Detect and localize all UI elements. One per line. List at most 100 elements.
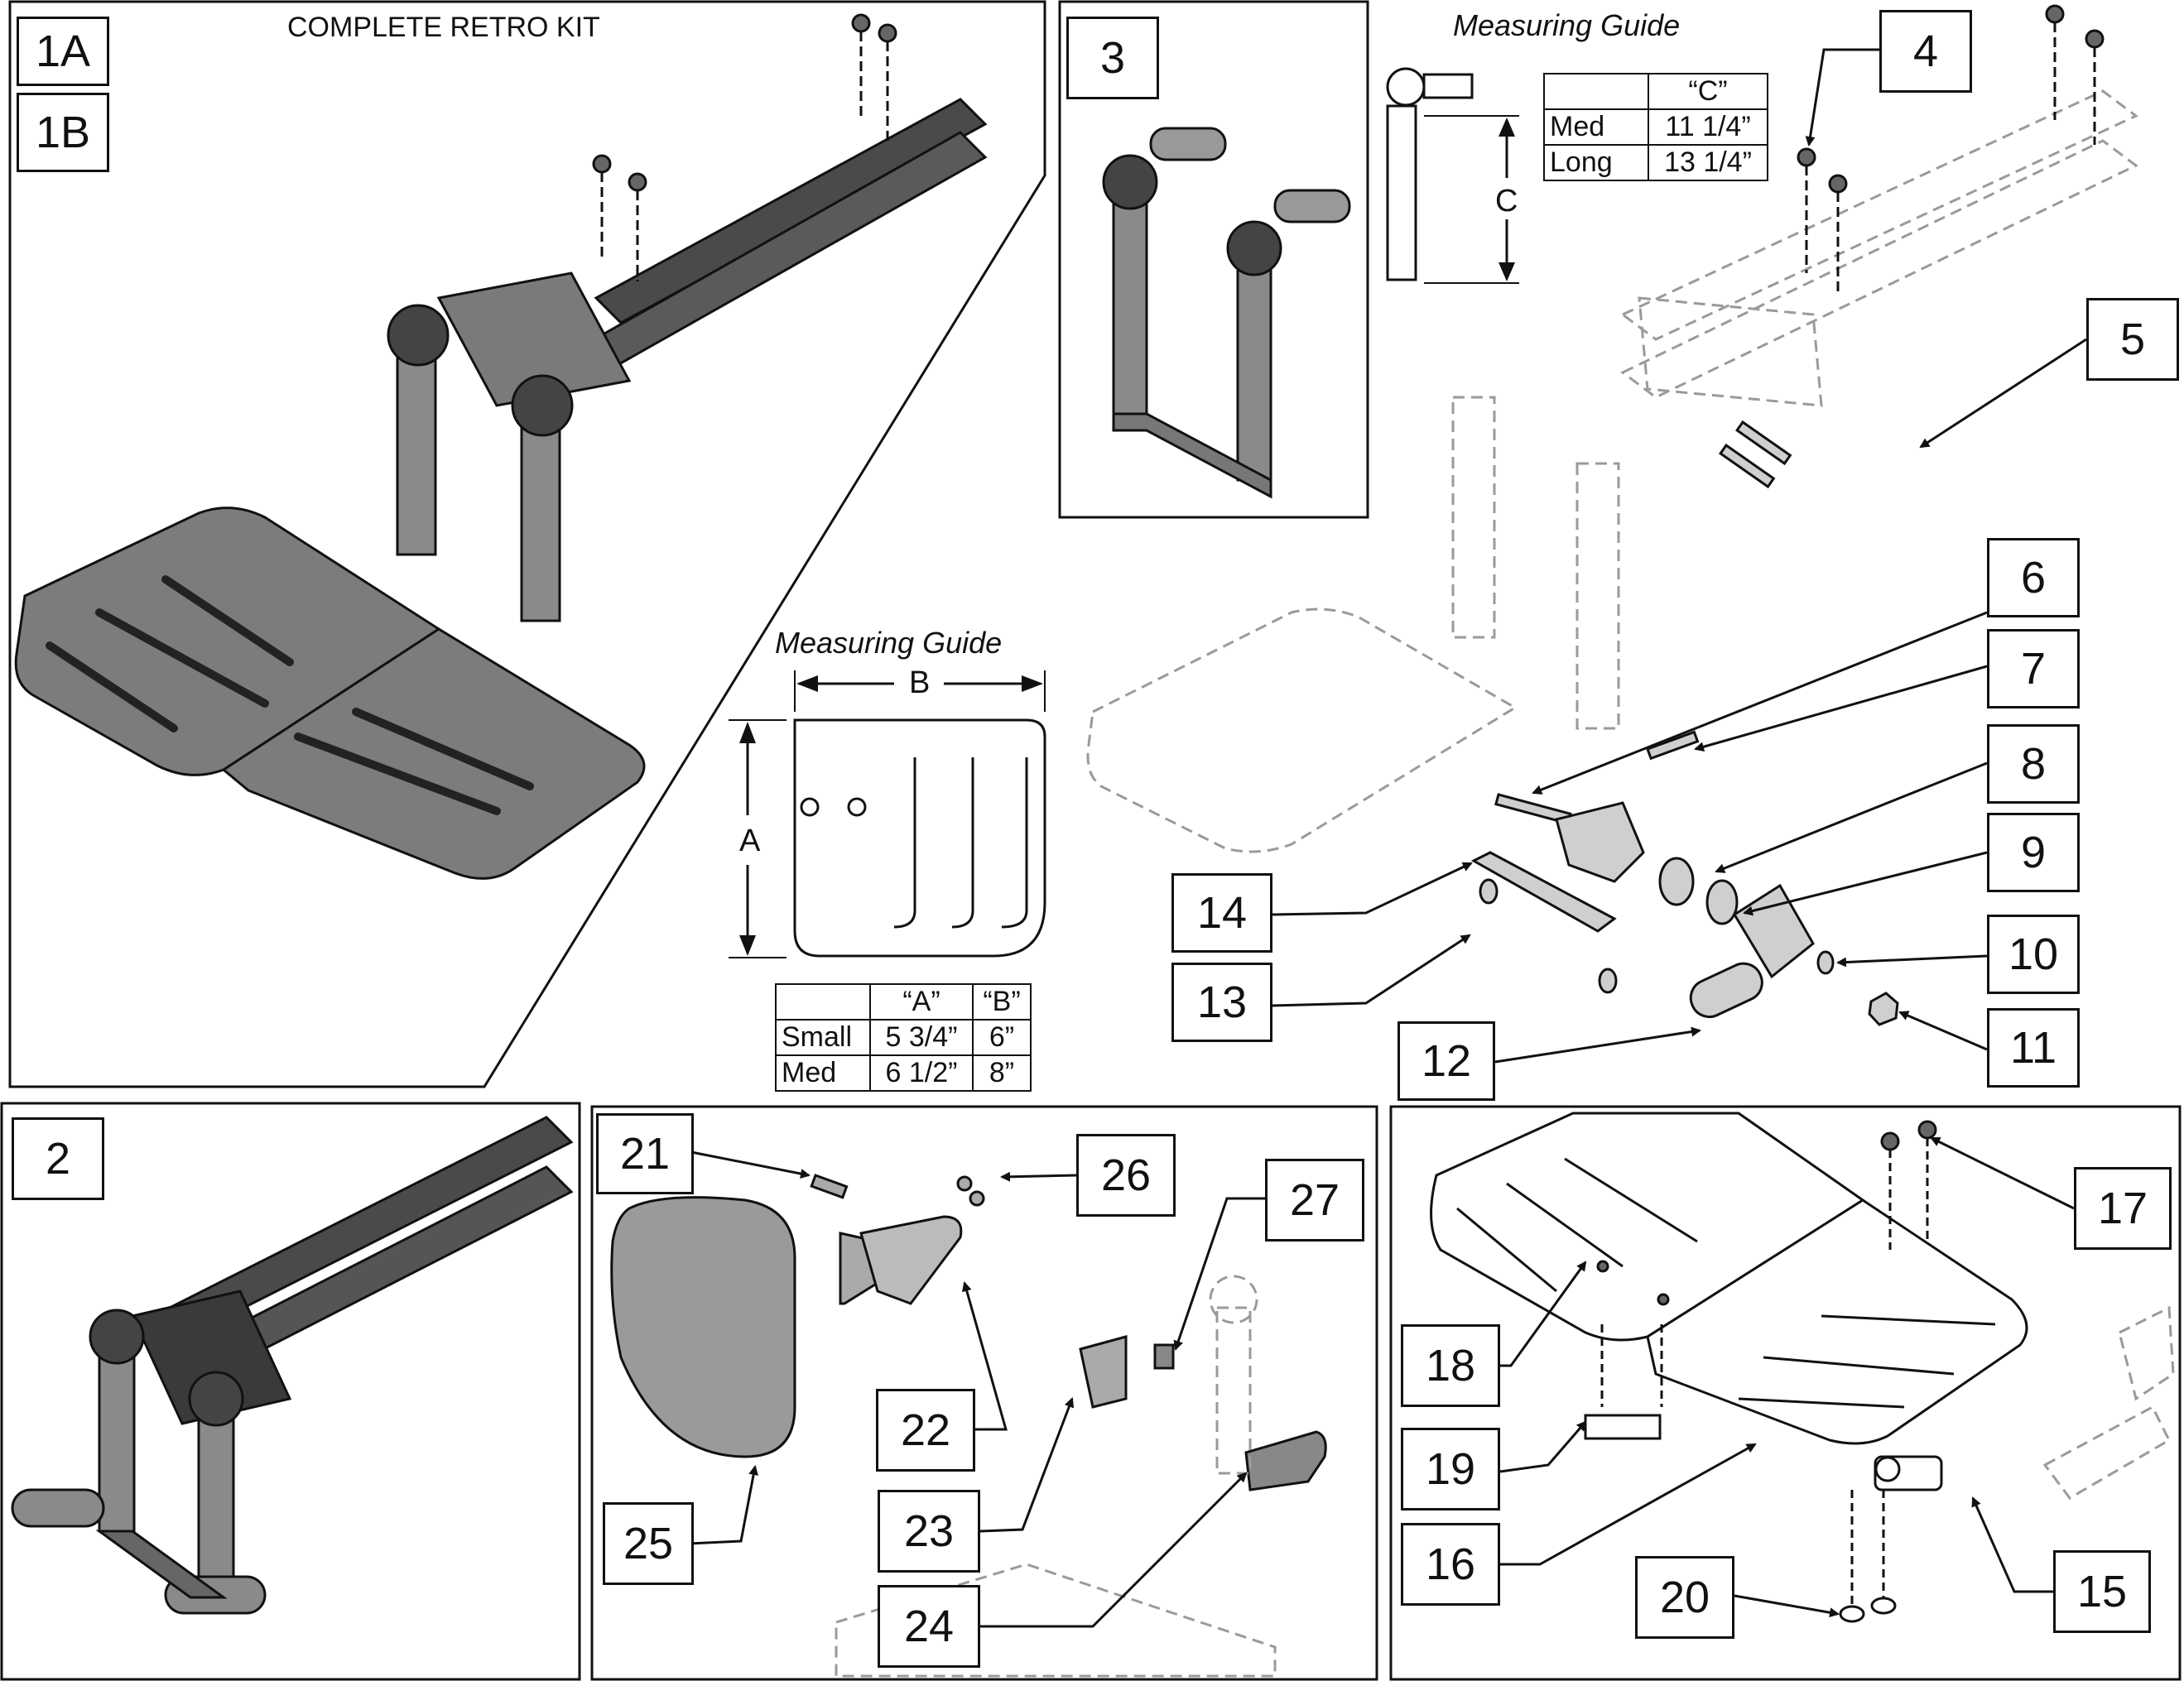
leader-19 [1499, 1420, 1587, 1473]
kit-title: COMPLETE RETRO KIT [287, 12, 600, 43]
hanger-knob-right [511, 374, 574, 437]
panel-armrest-frame [590, 1105, 1378, 1681]
table-cell: 6 1/2” [869, 1054, 974, 1092]
leader-24 [980, 1472, 1248, 1628]
panel-footplate-frame [1389, 1105, 2182, 1681]
leader-7 [1694, 665, 1988, 752]
callout-18: 18 [1401, 1324, 1500, 1407]
table-cell: Med [1543, 108, 1649, 146]
leader-18 [1500, 1261, 1587, 1367]
callout-6: 6 [1987, 538, 2080, 617]
hanger-knob-left [387, 304, 450, 367]
table-cell: Small [775, 1019, 871, 1056]
callout-10: 10 [1987, 915, 2080, 994]
callout-24: 24 [878, 1585, 980, 1668]
callout-9: 9 [1987, 813, 2080, 892]
leader-21 [690, 1150, 811, 1179]
leader-12 [1494, 1026, 1701, 1064]
footplate-left [14, 507, 441, 776]
callout-5: 5 [2086, 298, 2179, 381]
leader-17 [1930, 1136, 2075, 1210]
leader-6 [1532, 611, 1988, 795]
table-cell [1543, 73, 1649, 110]
leader-23 [979, 1397, 1075, 1533]
leader-14 [1272, 862, 1473, 916]
callout-1b: 1B [17, 93, 109, 172]
table-cell [775, 983, 871, 1021]
leader-8 [1715, 761, 1988, 873]
leader-16 [1500, 1443, 1757, 1566]
hanger-left [396, 329, 437, 556]
kit-screws [592, 13, 897, 281]
table-cell: Med [775, 1054, 871, 1092]
callout-15: 15 [2053, 1550, 2151, 1633]
callout-23: 23 [878, 1490, 980, 1573]
guide-ab-dim-b: B [909, 665, 931, 700]
table-cell: 8” [972, 1054, 1032, 1092]
callout-20: 20 [1635, 1556, 1734, 1639]
callout-22: 22 [876, 1389, 975, 1472]
callout-14: 14 [1171, 873, 1272, 953]
callout-11: 11 [1987, 1008, 2080, 1088]
callout-4: 4 [1879, 10, 1972, 93]
table-cell: 5 3/4” [869, 1019, 974, 1056]
leader-20 [1734, 1594, 1840, 1618]
panel-3-frame [1058, 0, 1369, 519]
table-cell: “B” [972, 983, 1032, 1021]
callout-7: 7 [1987, 629, 2080, 708]
callout-26: 26 [1076, 1134, 1176, 1217]
footplate-right [221, 627, 646, 880]
table-row: Med 11 1/4” [1543, 108, 1768, 146]
table-cell: “A” [869, 983, 974, 1021]
panel-1-frame [8, 0, 1046, 1088]
leader-11 [1898, 1011, 1988, 1051]
leader-26 [1000, 1171, 1077, 1182]
callout-21: 21 [596, 1113, 694, 1194]
callout-17: 17 [2074, 1167, 2172, 1250]
guide-c-title: Measuring Guide [1453, 8, 1681, 42]
table-row: “C” [1543, 73, 1768, 110]
mount-tube-rear [594, 98, 988, 324]
calf-pad [610, 1196, 796, 1458]
table-row: “A” “B” [775, 983, 1032, 1021]
callout-2: 2 [12, 1117, 104, 1200]
callout-12: 12 [1397, 1021, 1495, 1101]
callout-19: 19 [1401, 1428, 1500, 1510]
callout-25: 25 [603, 1502, 694, 1585]
callout-13: 13 [1171, 963, 1272, 1042]
guide-ab-table: “A” “B” Small 5 3/4” 6” Med 6 1/2” 8” [775, 983, 1032, 1092]
table-row: Med 6 1/2” 8” [775, 1054, 1032, 1092]
leader-5 [1919, 338, 2087, 449]
table-row: Long 13 1/4” [1543, 144, 1768, 181]
leader-25 [688, 1465, 759, 1545]
table-row: Small 5 3/4” 6” [775, 1019, 1032, 1056]
table-cell: “C” [1648, 73, 1768, 110]
table-cell: 11 1/4” [1648, 108, 1768, 146]
leader-15 [1971, 1496, 2053, 1593]
leader-27 [1173, 1197, 1265, 1351]
leader-4 [1805, 48, 1879, 146]
leader-10 [1836, 954, 1988, 968]
callout-1a: 1A [17, 17, 109, 86]
hanger-3-base [1112, 412, 1272, 499]
callout-16: 16 [1401, 1523, 1500, 1606]
leader-9 [1743, 851, 1988, 916]
table-cell: 13 1/4” [1648, 144, 1768, 181]
guide-c-table: “C” Med 11 1/4” Long 13 1/4” [1543, 73, 1768, 181]
callout-3: 3 [1066, 17, 1159, 99]
crossbar [436, 271, 632, 407]
guide-ab-dim-a: A [739, 824, 761, 858]
callout-27: 27 [1265, 1159, 1364, 1242]
table-cell: 6” [972, 1019, 1032, 1056]
guide-c-dim-label: C [1495, 184, 1518, 219]
callout-8: 8 [1987, 724, 2080, 804]
